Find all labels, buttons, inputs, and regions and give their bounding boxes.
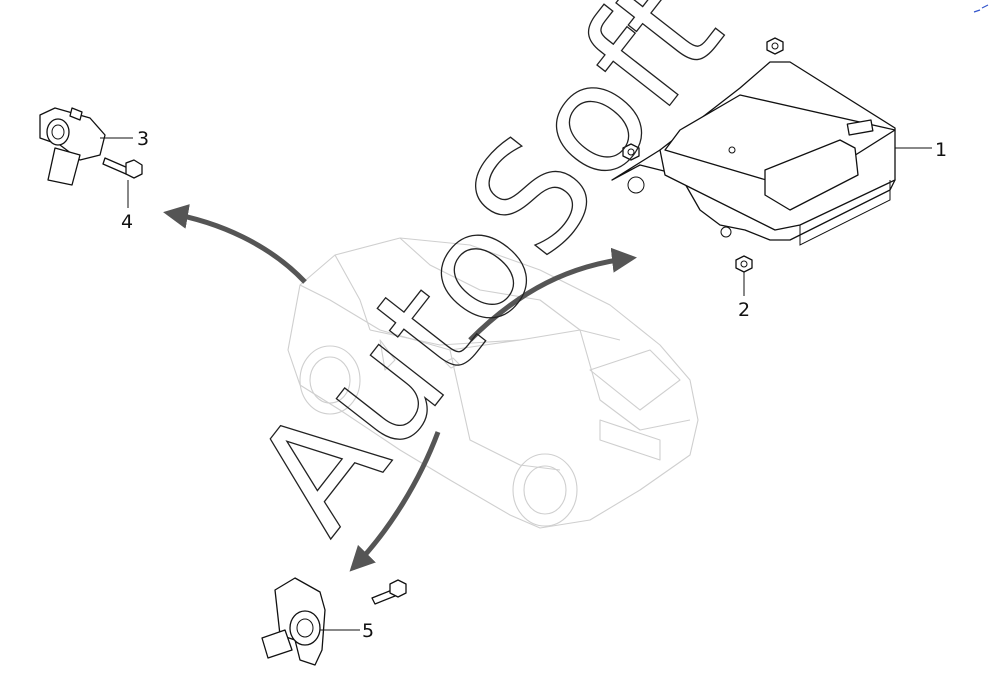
front-impact-sensor (39, 107, 106, 186)
airbag-control-module (611, 61, 896, 246)
nut-bottom (735, 255, 753, 273)
mounting-bolt-4 (102, 157, 143, 179)
arrow-to-sensor-5 (349, 431, 441, 572)
callout-5: 5 (362, 620, 374, 642)
arrow-to-module-1 (468, 247, 637, 342)
corner-mark-icon (973, 4, 989, 13)
vehicle-outline (287, 237, 699, 529)
leader-lines (100, 137, 932, 631)
callout-2: 2 (738, 299, 750, 321)
arrow-to-sensor-3 (163, 204, 307, 284)
mounting-bolt-5 (371, 579, 407, 605)
callout-1: 1 (935, 139, 947, 161)
callout-4: 4 (121, 211, 133, 233)
callout-3: 3 (137, 128, 149, 150)
nut-top (766, 37, 784, 55)
nut-left (622, 143, 640, 161)
side-impact-sensor (261, 577, 326, 666)
